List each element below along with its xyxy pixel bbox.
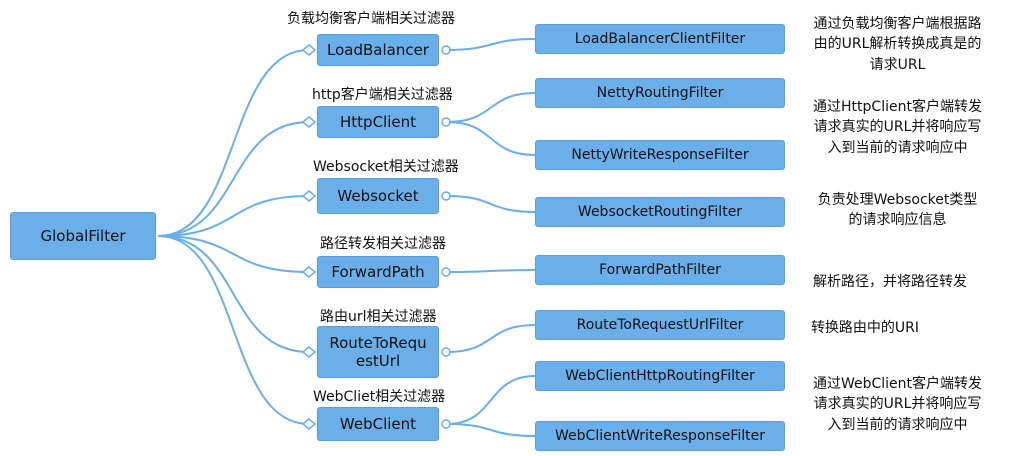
branch-node-websocket[interactable]: Websocket [317,178,439,214]
branch-node-loadbalancer[interactable]: LoadBalancer [317,34,439,66]
filter-node-nettywriteresponsefilter[interactable]: NettyWriteResponseFilter [535,140,785,170]
connector-branch-node-routetorequesturl-to-filter-node-routetorequesturlfilter [446,324,536,353]
connector-branch-node-httpclient-to-filter-node-nettyroutingfilter [446,92,536,123]
connector-branch-node-forwardpath-to-filter-node-forwardpathfilter [446,269,536,273]
description-routetorequesturl: 转换路由中的URI [810,320,920,336]
filter-node-webclienthttproutingfilter[interactable]: WebClientHttpRoutingFilter [535,361,785,391]
connector-root-to-branch-node-loadbalancer [157,49,310,237]
expand-diamond-icon[interactable] [301,44,317,56]
caption-httpclient: http客户端相关过滤器 [312,87,453,103]
caption-forwardpath: 路径转发相关过滤器 [320,236,446,252]
connector-root-to-branch-node-routetorequesturl [157,235,310,353]
root-node-globalfilter[interactable]: GlobalFilter [10,212,156,260]
filter-node-loadbalancerclientfilter[interactable]: LoadBalancerClientFilter [535,24,785,54]
connector-branch-node-loadbalancer-to-filter-node-loadbalancerclientfilter [446,38,536,51]
connector-root-to-branch-node-httpclient [157,121,310,237]
connector-branch-node-httpclient-to-filter-node-nettywriteresponsefilter [446,121,536,156]
collapse-circle-icon[interactable] [441,267,451,277]
collapse-circle-icon[interactable] [441,191,451,201]
caption-websocket: Websocket相关过滤器 [313,159,459,175]
expand-diamond-icon[interactable] [301,418,317,430]
filter-node-routetorequesturlfilter[interactable]: RouteToRequestUrlFilter [535,310,785,340]
connector-branch-node-websocket-to-filter-node-websocketroutingfilter [446,195,536,213]
collapse-circle-icon[interactable] [441,419,451,429]
description-webclient: 通过WebClient客户端转发 请求真实的URL并将响应写 入到当前的请求响应… [812,376,983,433]
description-httpclient: 通过HttpClient客户端转发 请求真实的URL并将响应写 入到当前的请求响… [813,99,982,156]
description-loadbalancer: 通过负载均衡客户端根据路 由的URL解析转换成真是的 请求URL [813,16,982,73]
description-forwardpath: 解析路径，并将路径转发 [813,274,967,290]
filter-node-websocketroutingfilter[interactable]: WebsocketRoutingFilter [535,197,785,227]
expand-diamond-icon[interactable] [301,116,317,128]
connector-branch-node-webclient-to-filter-node-webclientwriteresponsefilter [446,423,536,437]
connector-root-to-branch-node-webclient [157,235,310,425]
collapse-circle-icon[interactable] [441,117,451,127]
branch-node-routetorequesturl[interactable]: RouteToRequestUrl [317,326,439,378]
collapse-circle-icon[interactable] [441,45,451,55]
expand-diamond-icon[interactable] [301,266,317,278]
branch-node-webclient[interactable]: WebClient [317,407,439,441]
connector-root-to-branch-node-websocket [157,195,310,237]
caption-loadbalancer: 负载均衡客户端相关过滤器 [287,11,455,27]
branch-node-forwardpath[interactable]: ForwardPath [317,256,439,288]
description-websocket: 负责处理Websocket类型 的请求响应信息 [817,192,978,229]
connector-root-to-branch-node-forwardpath [157,235,310,273]
filter-node-nettyroutingfilter[interactable]: NettyRoutingFilter [535,78,785,108]
expand-diamond-icon[interactable] [301,346,317,358]
branch-node-httpclient[interactable]: HttpClient [317,106,439,138]
filter-node-forwardpathfilter[interactable]: ForwardPathFilter [535,255,785,285]
collapse-circle-icon[interactable] [441,347,451,357]
caption-routetorequesturl: 路由url相关过滤器 [320,309,437,325]
connector-branch-node-webclient-to-filter-node-webclienthttproutingfilter [446,375,536,425]
filter-node-webclientwriteresponsefilter[interactable]: WebClientWriteResponseFilter [535,421,785,451]
caption-webclient: WebCliet相关过滤器 [313,389,446,405]
expand-diamond-icon[interactable] [301,190,317,202]
